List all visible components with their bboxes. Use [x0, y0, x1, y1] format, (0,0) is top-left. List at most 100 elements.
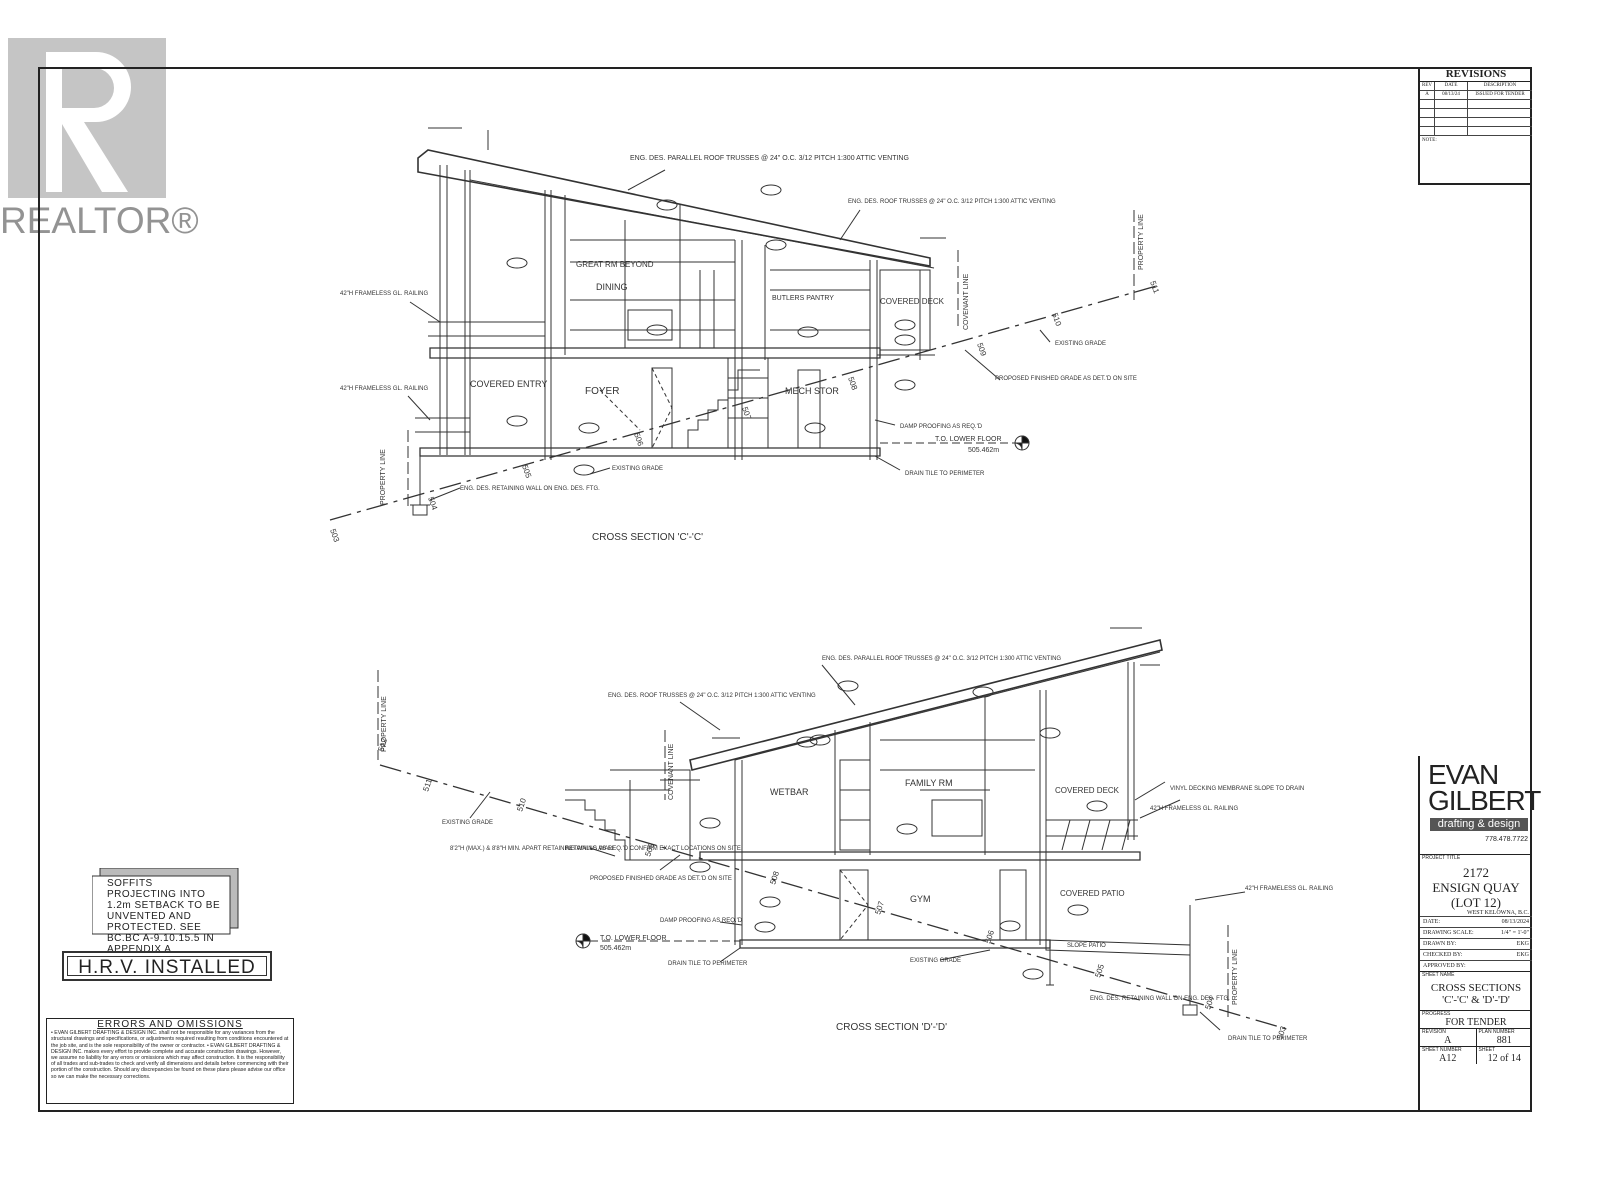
note-c-railing-upper: 42"H FRAMELESS GL. RAILING [340, 291, 428, 297]
errors-omissions-box: ERRORS AND OMISSIONS • EVAN GILBERT DRAF… [46, 1018, 294, 1104]
note-d-retaining-wall: RETAINING WALL [565, 846, 616, 852]
project-line1: 2172 [1463, 865, 1489, 880]
project-title-label: PROJECT TITLE [1422, 855, 1461, 861]
elev-d-510: 510 [515, 797, 528, 813]
hrv-badge: H.R.V. INSTALLED [62, 951, 272, 981]
sheet-name: CROSS SECTIONS 'C'-'C' & 'D'-'D' [1420, 982, 1532, 1006]
firm-name-line1: EVAN [1428, 759, 1499, 790]
room-gym: GYM [910, 894, 931, 904]
note-d-covenant: COVENANT LINE [668, 743, 675, 800]
sheet-number-value: A12 [1439, 1053, 1457, 1064]
note-c-retaining: ENG. DES. RETAINING WALL ON ENG. DES. FT… [460, 486, 600, 492]
elev-d-507: 507 [873, 900, 886, 916]
project-line2: ENSIGN QUAY [1432, 880, 1520, 895]
sheet-of-value: 12 of 14 [1487, 1053, 1521, 1064]
project-line3: (LOT 12) [1451, 895, 1501, 910]
elev-c-511: 511 [1148, 280, 1161, 296]
revisions-title: REVISIONS [1420, 67, 1532, 82]
empty-revision-row [1420, 118, 1532, 127]
note-d-drain-right: DRAIN TILE TO PERIMETER [1228, 1036, 1308, 1042]
firm-phone: 778.478.7722 [1485, 836, 1528, 843]
note-c-parallel-truss: ENG. DES. PARALLEL ROOF TRUSSES @ 24" O.… [630, 155, 909, 162]
sheet-name-label: SHEET NAME [1422, 972, 1455, 978]
elev-d-512: 512 [376, 737, 389, 753]
note-c-damp: DAMP PROOFING AS REQ.'D [900, 424, 983, 430]
scale-value: 1/4" = 1'-0" [1500, 930, 1529, 936]
errors-title: ERRORS AND OMISSIONS [97, 1019, 243, 1030]
room-great-rm: GREAT RM BEYOND [576, 260, 654, 269]
room-wetbar: WETBAR [770, 787, 809, 797]
note-c-lower-floor: T.O. LOWER FLOOR [935, 436, 1002, 443]
room-foyer: FOYER [585, 386, 619, 397]
note-d-parallel-truss: ENG. DES. PARALLEL ROOF TRUSSES @ 24" O.… [822, 656, 1061, 662]
drawn-row: DRAWN BY:EKG [1420, 938, 1532, 949]
elev-c-505: 505 [520, 464, 533, 480]
elev-d-504: 504 [1203, 995, 1216, 1011]
checked-row: CHECKED BY:EKG [1420, 949, 1532, 960]
room-covered-deck-c: COVERED DECK [880, 297, 945, 306]
elev-c-503: 503 [328, 528, 341, 544]
scale-label: DRAWING SCALE: [1423, 930, 1474, 936]
elev-c-507: 507 [740, 406, 753, 422]
room-butlers-pantry: BUTLERS PANTRY [772, 295, 834, 302]
drawn-value: EKG [1516, 941, 1529, 947]
note-d-existing-grade-low: EXISTING GRADE [910, 958, 961, 964]
realtor-brand-text: REALTOR® [0, 200, 199, 241]
soffit-note-frame [92, 868, 239, 935]
elev-d-511: 511 [421, 777, 434, 792]
rev-cell: A [1420, 91, 1435, 99]
soffit-note-text: SOFFITS PROJECTING INTO 1.2m SETBACK TO … [107, 878, 221, 955]
room-family-rm: FAMILY RM [905, 778, 953, 788]
note-c-roof-truss: ENG. DES. ROOF TRUSSES @ 24" O.C. 3/12 P… [848, 199, 1056, 205]
project-city: WEST KELOWNA, B.C. [1466, 910, 1529, 916]
note-d-retaining-walls: 8'2"H (MAX.) & 8'8"H MIN. APART RETAININ… [450, 846, 743, 852]
note-d-existing-grade: EXISTING GRADE [442, 820, 493, 826]
sheet-number-label: SHEET NUMBER [1422, 1047, 1462, 1053]
elev-c-510: 510 [1050, 312, 1063, 328]
empty-revision-row [1420, 109, 1532, 118]
note-d-slope-patio: SLOPE PATIO [1067, 943, 1106, 949]
rev-header: REV [1420, 82, 1435, 90]
firm-name: EVAN GILBERT [1428, 759, 1541, 816]
note-d-damp: DAMP PROOFING AS REQ.'D [660, 918, 743, 924]
firm-name-line2: GILBERT [1428, 785, 1541, 816]
room-covered-patio: COVERED PATIO [1060, 889, 1125, 898]
realtor-watermark: REALTOR® [0, 0, 199, 245]
note-c-drain: DRAIN TILE TO PERIMETER [905, 471, 985, 477]
title-block: EVAN GILBERT drafting & design 778.478.7… [1418, 756, 1541, 1112]
approved-label: APPROVED BY: [1423, 963, 1466, 969]
note-d-roof-truss: ENG. DES. ROOF TRUSSES @ 24" O.C. 3/12 P… [608, 693, 816, 699]
section-d-geometry [377, 627, 1291, 1031]
section-c-geometry [329, 127, 1161, 521]
hrv-text: H.R.V. INSTALLED [67, 956, 267, 978]
empty-revision-row [1420, 100, 1532, 109]
soffit-note: SOFFITS PROJECTING INTO 1.2m SETBACK TO … [92, 868, 240, 955]
note-c-proposed-grade: PROPOSED FINISHED GRADE AS DET.'D ON SIT… [995, 376, 1137, 382]
note-d-drain: DRAIN TILE TO PERIMETER [668, 961, 748, 967]
note-d-property-line-left: PROPERTY LINE [381, 696, 388, 752]
elev-c-506: 506 [632, 432, 645, 448]
elev-d-508: 508 [768, 870, 781, 886]
elev-d-503: 503 [1275, 1025, 1288, 1041]
note-c-covenant: COVENANT LINE [963, 273, 970, 330]
description-header: DESCRIPTION [1483, 83, 1517, 88]
note-c-property-line-right: PROPERTY LINE [1138, 214, 1145, 270]
note-d-proposed-grade: PROPOSED FINISHED GRADE AS DET.'D ON SIT… [590, 876, 732, 882]
elev-c-509: 509 [975, 342, 988, 358]
room-covered-deck-d: COVERED DECK [1055, 786, 1120, 795]
errors-body: • EVAN GILBERT DRAFTING & DESIGN INC. sh… [51, 1030, 289, 1080]
elev-d-505: 505 [1093, 963, 1106, 979]
checked-value: EKG [1516, 952, 1529, 958]
revision-row: A 08/13/24 ISSUED FOR TENDER [1420, 91, 1532, 100]
room-mech-stor: MECH STOR [785, 386, 839, 396]
note-c-property-line-left: PROPERTY LINE [380, 449, 387, 505]
project-title: 2172 ENSIGN QUAY (LOT 12) [1420, 865, 1532, 910]
note-d-lower-floor: T.O. LOWER FLOOR [600, 935, 667, 942]
date-value: 08/13/2024 [1501, 919, 1529, 925]
elev-c-504: 504 [426, 496, 439, 512]
progress-value: FOR TENDER [1445, 1017, 1507, 1028]
note-d-railing: 42"H FRAMELESS GL. RAILING [1150, 806, 1238, 812]
